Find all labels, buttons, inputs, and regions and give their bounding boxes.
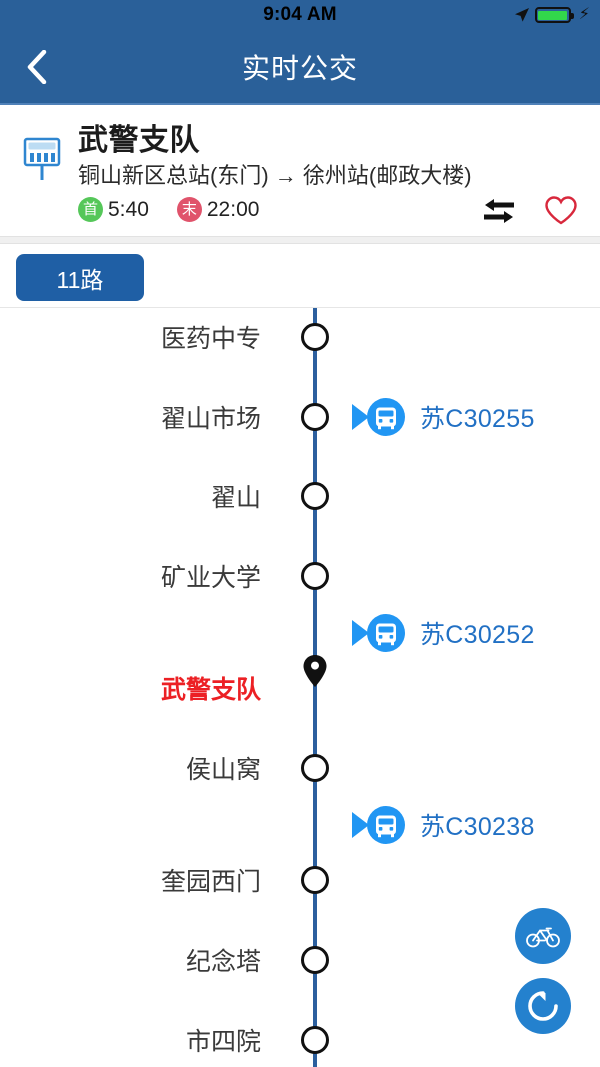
first-bus-time-text: 5:40 [108,197,149,221]
current-location-pin-icon [303,655,327,687]
status-bar: 9:04 AM ⚡ [0,0,600,30]
stop-label: 医药中专 [160,325,261,353]
bus-marker-icon [352,398,405,436]
heart-outline-icon[interactable] [544,195,578,226]
first-bus-time: 首 5:40 [78,197,149,222]
stop-dot-icon [301,946,329,974]
stop-label: 翟山 [210,484,261,512]
stop-label: 矿业大学 [160,564,261,592]
stop-label-current: 武警支队 [160,676,261,704]
refresh-fab[interactable] [515,978,571,1034]
route-stop-list: 医药中专 翟山市场 翟山 矿业大学 武警支队 侯山窝 [0,308,600,1067]
swap-direction-icon[interactable] [481,197,517,225]
last-bus-time: 末 22:00 [176,197,260,222]
station-name: 武警支队 [78,124,200,157]
bus-plate-number: 苏C30252 [420,621,535,649]
service-times: 首 5:40 末 22:00 [78,197,259,222]
location-arrow-icon [514,8,529,22]
stop-dot-icon [301,1026,329,1054]
first-bus-badge: 首 [78,197,103,222]
card-actions [481,195,578,226]
stop-label: 奎园西门 [160,868,261,896]
stop-label: 纪念塔 [185,948,261,976]
bus-stop-sign-icon [23,137,61,180]
tab-route-11[interactable]: 11路 [16,254,144,301]
stop-dot-icon [301,754,329,782]
bus-marker-item[interactable]: 苏C30252 [352,613,535,653]
route-line [313,308,317,1067]
stop-dot-icon [301,403,329,431]
bus-marker-item[interactable]: 苏C30238 [352,805,535,845]
last-bus-badge: 末 [176,197,202,222]
battery-fill [538,10,568,20]
navbar-divider [0,103,600,105]
refresh-icon [528,991,558,1021]
page-title: 实时公交 [241,53,358,84]
stop-label: 侯山窝 [185,756,261,784]
bus-plate-number: 苏C30255 [420,405,535,433]
stop-label: 翟山市场 [160,405,261,433]
charging-bolt-icon: ⚡ [578,6,590,23]
route-direction: 铜山新区总站(东门) → 徐州站(邮政大楼) [78,163,472,188]
stop-dot-icon [301,866,329,894]
bus-marker-icon [352,806,405,844]
back-button[interactable] [8,30,66,104]
bus-marker-item[interactable]: 苏C30255 [352,397,535,437]
section-divider [0,236,600,244]
route-tab-bar: 11路 [0,245,600,308]
status-indicators: ⚡ [514,0,590,30]
stop-dot-icon [301,482,329,510]
stop-label: 市四院 [185,1028,261,1056]
stop-dot-icon [301,562,329,590]
bus-plate-number: 苏C30238 [420,813,535,841]
bicycle-icon [526,927,560,948]
bus-marker-icon [352,614,405,652]
back-chevron-icon [27,50,47,84]
stop-dot-icon [301,323,329,351]
station-info-card: 武警支队 铜山新区总站(东门) → 徐州站(邮政大楼) 首 5:40 末 22:… [0,105,600,235]
status-time: 9:04 AM [263,4,337,25]
last-bus-time-text: 22:00 [206,197,260,221]
tab-bar-underline [0,307,600,308]
navigation-bar: 实时公交 [0,30,600,104]
bicycle-fab[interactable] [515,908,571,964]
battery-icon [534,7,574,23]
